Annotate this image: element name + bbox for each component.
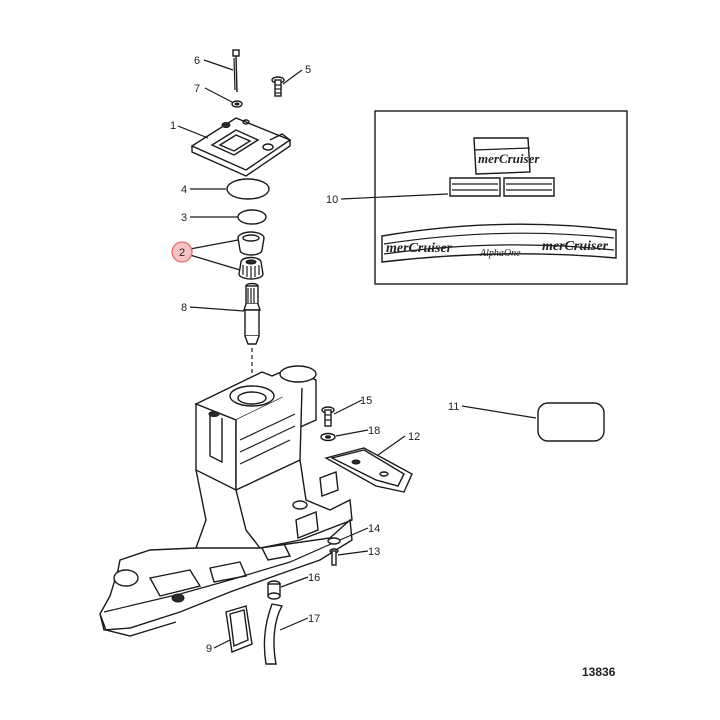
callout-15[interactable]: 15 [360, 395, 372, 407]
callout-13[interactable]: 13 [368, 546, 380, 558]
part-12-trim-plate [324, 447, 413, 493]
part-5-screw [271, 76, 285, 97]
part-15-screw [321, 406, 335, 427]
part-2-bearing-cone [238, 256, 264, 280]
callout-6[interactable]: 6 [194, 55, 200, 67]
callout-5[interactable]: 5 [305, 64, 311, 76]
callout-8[interactable]: 8 [181, 302, 187, 314]
part-2-bearing-cup [237, 231, 265, 256]
part-8-drive-shaft [243, 282, 261, 378]
callout-2-highlight[interactable] [171, 241, 193, 263]
part-17-hose [263, 603, 284, 665]
part-10-decal-set: merCruiser merCruiser AlphaOne merCruise… [374, 110, 628, 285]
part-11-decal-blank [537, 402, 605, 442]
callout-17[interactable]: 17 [308, 613, 320, 625]
callout-2[interactable]: 2 [179, 247, 185, 259]
part-4-o-ring [226, 178, 270, 200]
decal-badge-brand: merCruiser [478, 151, 540, 166]
callout-4[interactable]: 4 [181, 184, 187, 196]
callout-7[interactable]: 7 [194, 83, 200, 95]
decal-strip-brand-right: merCruiser [542, 239, 609, 254]
callout-numbers: 6 7 5 1 4 3 2 8 10 11 12 15 18 14 13 16 … [170, 55, 459, 655]
part-13-screw [329, 548, 339, 566]
part-16-fitting [267, 580, 281, 600]
part-3-o-ring [237, 209, 267, 225]
callout-14[interactable]: 14 [368, 523, 380, 535]
part-7-washer [231, 100, 243, 108]
figure-number: 13836 [582, 665, 616, 679]
callout-3[interactable]: 3 [181, 212, 187, 224]
leader-lines [177, 59, 537, 649]
callout-16[interactable]: 16 [308, 572, 320, 584]
callout-9[interactable]: 9 [206, 643, 212, 655]
part-18-washer [320, 432, 336, 442]
part-1-cover-plate [190, 117, 292, 177]
callout-18[interactable]: 18 [368, 425, 380, 437]
callout-1[interactable]: 1 [170, 120, 176, 132]
decal-strip-model: AlphaOne [479, 248, 521, 259]
decal-strip-brand-left: merCruiser [386, 241, 453, 256]
part-gear-housing [99, 365, 353, 637]
part-9-cover-plate [225, 605, 253, 653]
part-6-vent-screw [232, 49, 240, 93]
callout-12[interactable]: 12 [408, 431, 420, 443]
part-14-washer [327, 537, 341, 545]
callout-11[interactable]: 11 [448, 401, 459, 413]
callout-10[interactable]: 10 [326, 194, 338, 206]
